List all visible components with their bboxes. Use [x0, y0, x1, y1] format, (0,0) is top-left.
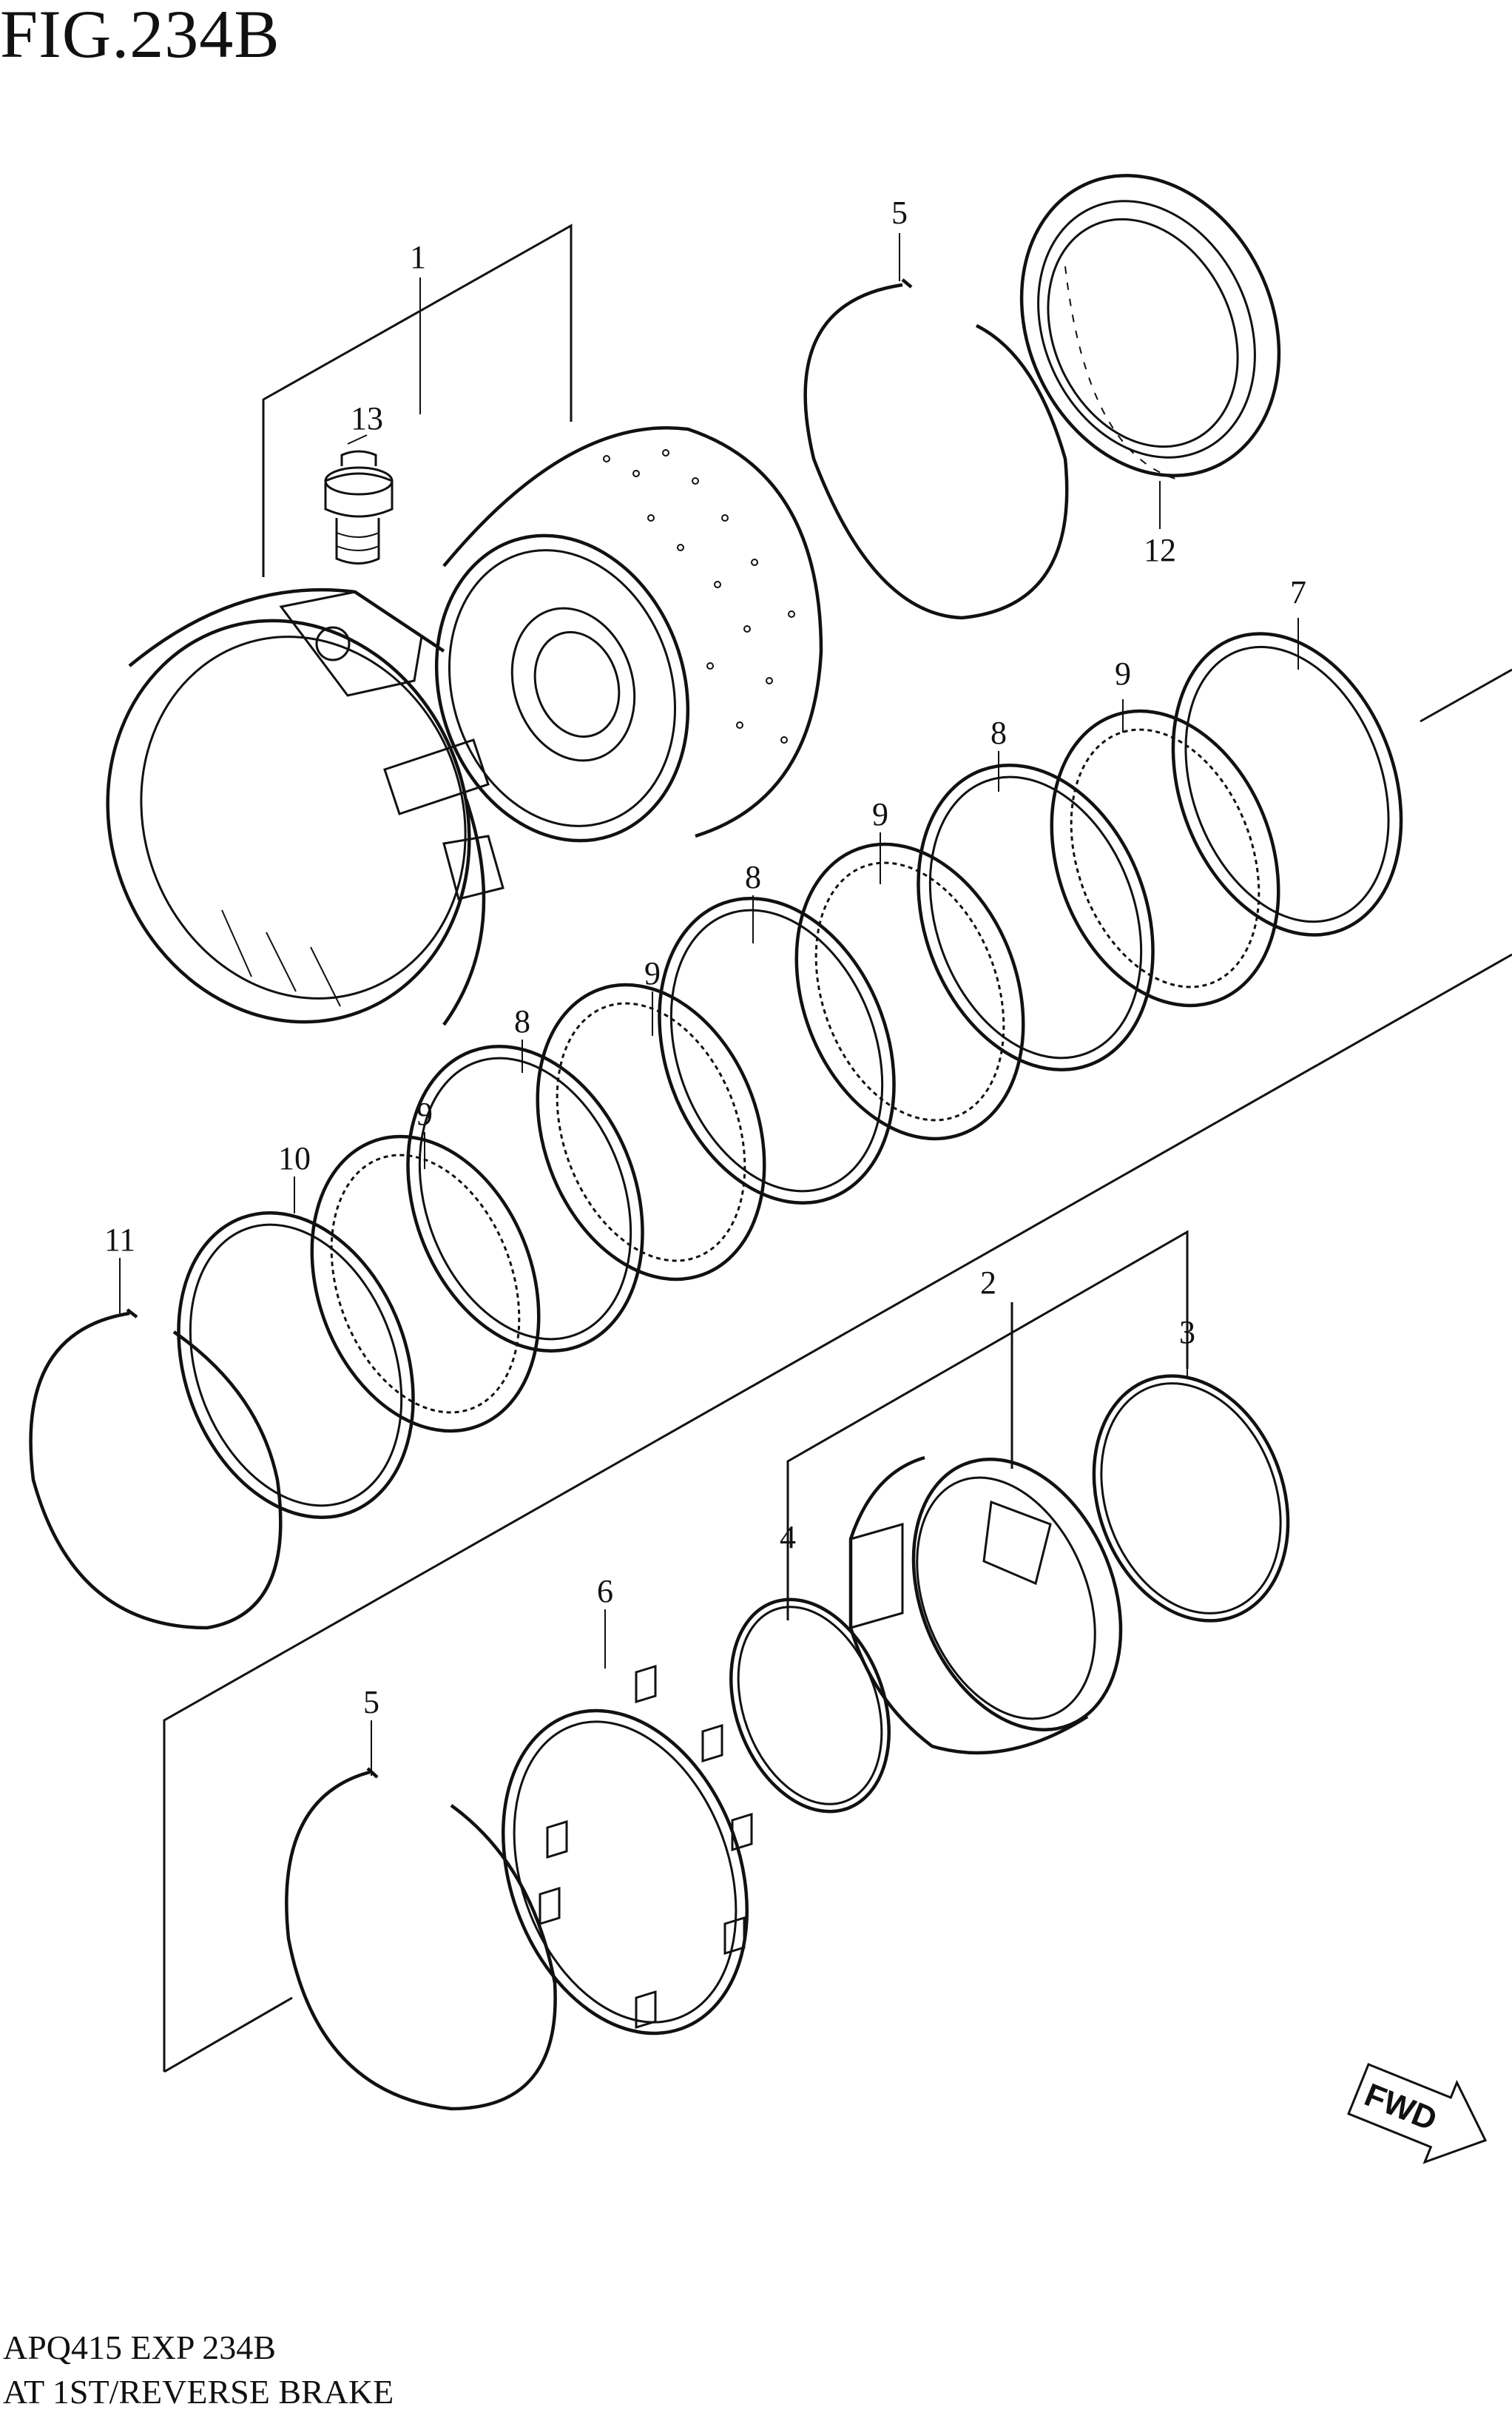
one-way-clutch-part-12: [1019, 174, 1281, 482]
separator-plate-part-8-b: [658, 897, 896, 1205]
bracket-part-2: [786, 1230, 1189, 1565]
plate-part-10: [177, 1211, 415, 1519]
callout-9-a: 9: [1115, 656, 1131, 692]
callout-5-upper: 5: [891, 195, 908, 231]
snap-ring-part-5-lower: [285, 1767, 557, 2111]
separator-plate-part-8-a: [917, 764, 1155, 1071]
callout-10: 10: [278, 1140, 311, 1176]
callout-1: 1: [410, 239, 426, 275]
callout-8-b: 8: [745, 859, 761, 895]
figure-title: FIG.234B: [0, 0, 280, 72]
callout-13: 13: [351, 400, 383, 437]
footer-code: APQ415 EXP 234B: [3, 2329, 276, 2366]
callout-4: 4: [780, 1519, 796, 1555]
friction-plate-part-9-a: [1050, 709, 1280, 1008]
friction-plate-part-9-d: [310, 1134, 541, 1433]
callout-12: 12: [1144, 532, 1176, 568]
callout-9-b: 9: [872, 796, 888, 832]
fwd-arrow-icon: FWD: [1347, 2063, 1488, 2164]
o-ring-part-4: [729, 1597, 891, 1814]
bracket-lower-left: [163, 1996, 293, 2073]
snap-ring-part-11: [29, 1308, 283, 1630]
callout-11: 11: [104, 1222, 135, 1258]
drum-housing-part-1: [106, 587, 504, 1026]
snap-ring-part-5-upper: [803, 278, 1069, 620]
callout-6: 6: [597, 1573, 613, 1609]
callout-3: 3: [1179, 1314, 1195, 1350]
callout-2: 2: [980, 1265, 996, 1301]
piston-part-2: [848, 1455, 1123, 1755]
bracket-part-1: [262, 223, 573, 577]
o-ring-part-3: [1092, 1374, 1290, 1623]
callout-5-lower: 5: [363, 1684, 379, 1720]
separator-plate-part-8-c: [406, 1045, 644, 1353]
return-spring-part-6: [502, 1664, 753, 2036]
bolt-part-13: [324, 450, 394, 565]
friction-plate-part-9-b: [794, 842, 1025, 1141]
callout-leaders: [119, 233, 1299, 1776]
callout-7: 7: [1290, 574, 1306, 610]
footer-caption: AT 1ST/REVERSE BRAKE: [3, 2373, 394, 2411]
callout-9-d: 9: [416, 1096, 433, 1132]
callout-8-c: 8: [514, 1003, 530, 1040]
retaining-plate-part-7: [1171, 632, 1403, 937]
friction-plate-part-9-c: [536, 983, 766, 1282]
callout-8-a: 8: [990, 715, 1007, 751]
piston-hub-part-1: [434, 425, 823, 843]
bracket-piston-assy: [163, 668, 1512, 2072]
callout-9-c: 9: [644, 955, 661, 991]
